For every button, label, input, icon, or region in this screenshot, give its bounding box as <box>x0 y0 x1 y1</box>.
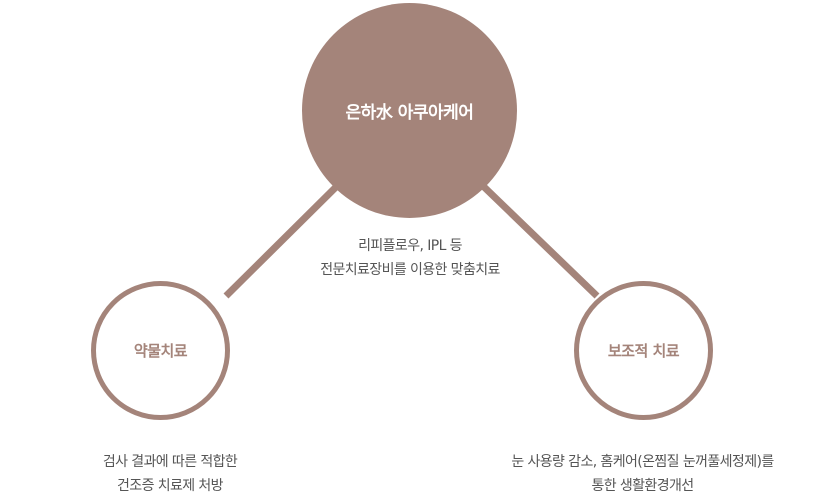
hub-label: 은하水 아쿠아케어 <box>345 103 474 123</box>
node-supportive: 보조적 치료 <box>574 281 713 420</box>
hub-circle: 은하水 아쿠아케어 <box>302 3 517 218</box>
hub-description-line: 리피플로우, IPL 등 <box>358 238 462 254</box>
connector-right <box>479 182 600 299</box>
supportive-description-line: 통한 생활환경개선 <box>591 478 694 494</box>
hub-description: 리피플로우, IPL 등 전문치료장비를 이용한 맞춤치료 <box>260 234 560 282</box>
supportive-description: 눈 사용량 감소, 홈케어(온찜질 눈꺼풀세정제)를 통한 생활환경개선 <box>462 450 823 498</box>
node-supportive-label: 보조적 치료 <box>607 342 680 360</box>
hub-description-line: 전문치료장비를 이용한 맞춤치료 <box>320 262 500 278</box>
medication-description-line: 건조증 치료제 처방 <box>117 478 224 494</box>
supportive-description-line: 눈 사용량 감소, 홈케어(온찜질 눈꺼풀세정제)를 <box>511 454 774 470</box>
node-medication: 약물치료 <box>91 281 230 420</box>
medication-description-line: 검사 결과에 따른 적합한 <box>102 454 238 470</box>
node-medication-label: 약물치료 <box>133 342 188 360</box>
connector-left <box>223 182 341 299</box>
medication-description: 검사 결과에 따른 적합한 건조증 치료제 처방 <box>40 450 300 498</box>
